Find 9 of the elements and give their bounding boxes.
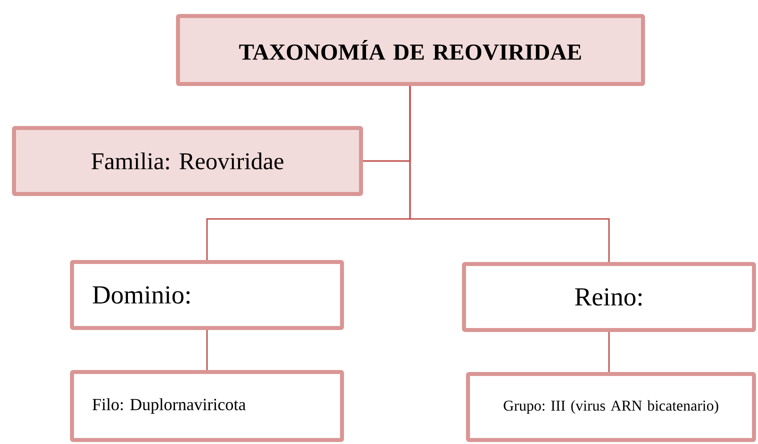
family-box: Familia: Reoviridae	[12, 126, 363, 196]
taxon-box: Dominio:	[70, 260, 344, 330]
connector-line	[608, 332, 610, 372]
taxon-box: Grupo: III (virus ARN bicatenario)	[466, 372, 756, 442]
taxon-box: Filo: Duplornaviricota	[70, 370, 344, 442]
connector-line	[409, 86, 610, 262]
taxon-box: Reino:	[462, 262, 756, 332]
title-box: TAXONOMÍA DE REOVIRIDAE	[176, 14, 645, 86]
connector-line	[206, 330, 208, 370]
